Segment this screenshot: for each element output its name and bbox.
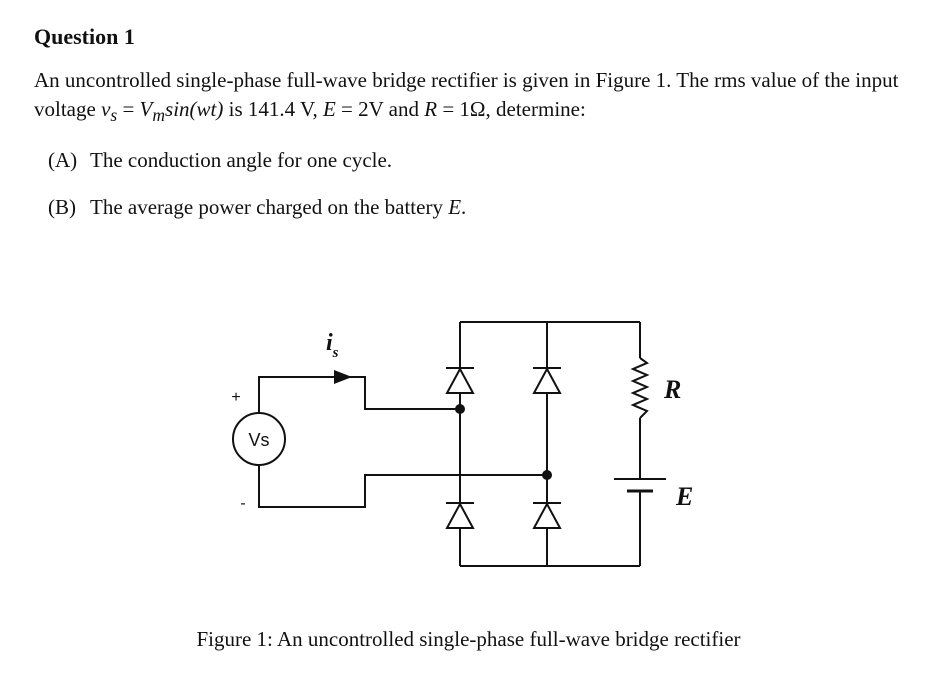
diode-bottom-right bbox=[532, 501, 562, 529]
battery-label: E bbox=[675, 482, 693, 511]
question-text-4: = 1Ω, determine: bbox=[437, 97, 586, 121]
resistor-label: R bbox=[663, 375, 681, 404]
equals-1: = bbox=[117, 97, 140, 121]
question-text-1: An uncontrolled single-phase full-wave b… bbox=[34, 68, 899, 121]
resistor-zigzag bbox=[630, 357, 650, 419]
wire-source-bottom bbox=[258, 465, 547, 508]
item-b-var: E bbox=[448, 195, 462, 219]
figure-caption: Figure 1: An uncontrolled single-phase f… bbox=[196, 627, 741, 651]
item-b-label: (B) bbox=[48, 195, 76, 219]
source-plus-sign: + bbox=[231, 389, 240, 406]
vs-symbol: vs bbox=[101, 97, 118, 126]
diode-top-left bbox=[445, 366, 475, 394]
item-a-label: (A) bbox=[48, 148, 78, 172]
item-b-tail: . bbox=[461, 195, 467, 219]
item-a: (A) The conduction angle for one cycle. bbox=[48, 148, 392, 173]
question-text-2: is 141.4 V, bbox=[223, 97, 323, 121]
voltage-source-icon bbox=[232, 412, 286, 466]
question-title: Question 1 bbox=[34, 24, 135, 49]
source-label: Vs bbox=[248, 430, 269, 450]
item-b: (B) The average power charged on the batt… bbox=[48, 195, 466, 220]
r-symbol: R bbox=[424, 97, 438, 121]
item-b-text: The average power charged on the battery bbox=[90, 195, 449, 219]
item-a-text: The conduction angle for one cycle. bbox=[90, 148, 393, 172]
e-symbol: E bbox=[322, 97, 336, 121]
current-label: is bbox=[326, 330, 339, 361]
junction-dot-left bbox=[455, 404, 465, 414]
source-minus-sign: - bbox=[240, 495, 245, 512]
wire-source-top bbox=[258, 376, 460, 413]
vm-symbol: Vm bbox=[139, 97, 166, 126]
diode-bottom-left bbox=[445, 501, 475, 529]
question-text-3: = 2V and bbox=[335, 97, 425, 121]
diode-top-right bbox=[532, 366, 562, 394]
junction-dot-right bbox=[542, 470, 552, 480]
sin-expression: sin(wt) bbox=[165, 97, 224, 121]
question-paragraph: An uncontrolled single-phase full-wave b… bbox=[34, 66, 914, 130]
current-arrow-icon bbox=[334, 370, 352, 384]
